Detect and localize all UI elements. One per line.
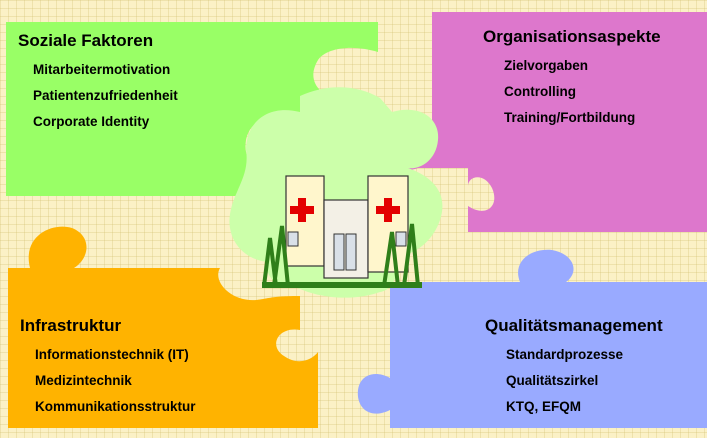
list-item: Mitarbeitermotivation xyxy=(33,62,171,77)
infrastruktur-title: Infrastruktur xyxy=(20,316,122,335)
puzzle-piece-organisationsaspekte xyxy=(390,12,707,232)
list-item: Informationstechnik (IT) xyxy=(35,347,189,362)
puzzle-piece-qualitaetsmanagement xyxy=(357,249,707,428)
list-item: Kommunikationsstruktur xyxy=(35,399,196,414)
soziale-faktoren-title: Soziale Faktoren xyxy=(18,31,154,50)
organisationsaspekte-title: Organisationsaspekte xyxy=(483,27,661,46)
list-item: Standardprozesse xyxy=(506,347,624,362)
list-item: Medizintechnik xyxy=(35,373,132,388)
soziale-faktoren-block: Soziale Faktoren Mitarbeitermotivation P… xyxy=(18,31,178,135)
list-item: Controlling xyxy=(504,84,576,99)
qualitaetsmanagement-block: Qualitätsmanagement Standardprozesse Qua… xyxy=(485,316,663,420)
organisationsaspekte-block: Organisationsaspekte Zielvorgaben Contro… xyxy=(483,27,661,131)
list-item: Patientenzufriedenheit xyxy=(33,88,178,103)
puzzle-piece-soziale-faktoren xyxy=(6,22,378,196)
qualitaetsmanagement-title: Qualitätsmanagement xyxy=(485,316,663,335)
list-item: Training/Fortbildung xyxy=(504,110,636,125)
infrastruktur-block: Infrastruktur Informationstechnik (IT) M… xyxy=(20,316,196,420)
list-item: Zielvorgaben xyxy=(504,58,589,73)
list-item: Qualitätszirkel xyxy=(506,373,599,388)
list-item: Corporate Identity xyxy=(33,114,150,129)
list-item: KTQ, EFQM xyxy=(506,399,581,414)
puzzle-piece-infrastruktur xyxy=(8,226,318,428)
hospital-icon xyxy=(262,175,422,288)
